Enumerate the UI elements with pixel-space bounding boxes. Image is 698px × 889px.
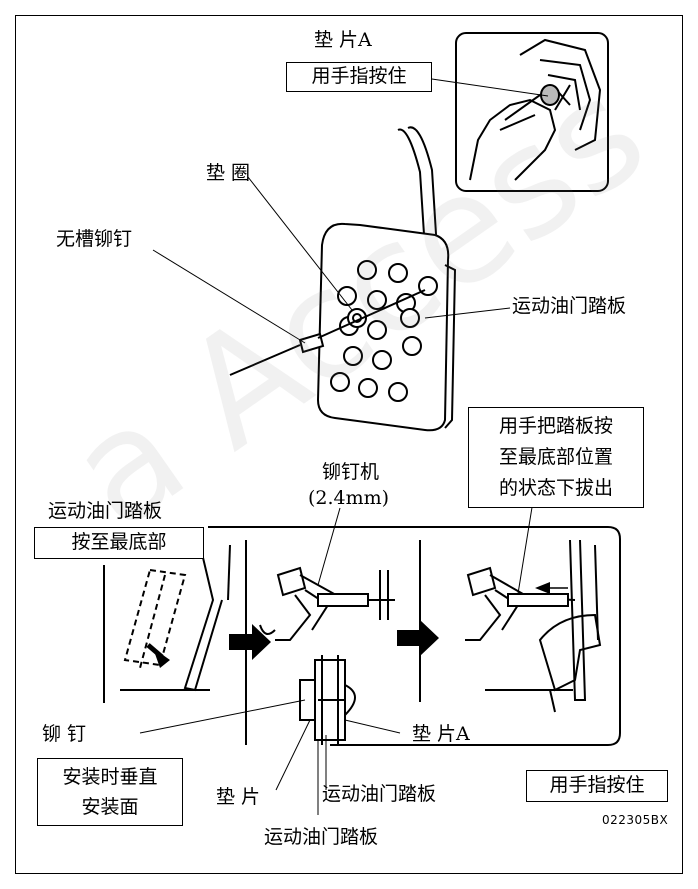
label-shim-a-bottom: 垫 片A [412, 723, 470, 745]
label-sport-pedal-mid: 运动油门踏板 [322, 783, 437, 805]
label-sport-pedal-left: 运动油门踏板 [48, 500, 163, 522]
label-sport-pedal-right: 运动油门踏板 [512, 295, 627, 317]
step3-arrow [535, 582, 550, 594]
procedure-panel-frame [208, 526, 621, 746]
label-shim: 垫 片 [216, 786, 261, 808]
label-pull-out-box: 用手把踏板按 至最底部位置 的状态下拔出 [468, 407, 644, 508]
pull-line-1: 用手把踏板按 [498, 415, 613, 437]
pull-line-3: 的状态下拔出 [498, 477, 613, 499]
label-shim-a-top: 垫 片A [314, 29, 372, 51]
step-arrow-2 [397, 620, 439, 656]
label-rivet: 铆 钉 [42, 723, 87, 745]
step2-rivet-gun [259, 566, 395, 641]
label-press-bottom: 按至最底部 [34, 527, 204, 559]
pull-line-2: 至最底部位置 [498, 446, 613, 468]
label-sport-pedal-bottom: 运动油门踏板 [264, 826, 379, 848]
pedal-holes [330, 260, 438, 402]
step1-arrow-shaft [146, 643, 164, 659]
label-install-box: 安装时垂直 安装面 [37, 758, 183, 826]
step2-detail [299, 655, 356, 745]
label-washer: 垫 圈 [206, 162, 251, 184]
step-arrow-1 [229, 624, 271, 660]
figure-code: 022305BX [602, 813, 669, 827]
label-rivet-gun: 铆钉机 [322, 461, 380, 483]
inset-hand-illustration [469, 38, 602, 181]
rivet-illustration [229, 289, 426, 376]
install-line-2: 安装面 [81, 796, 139, 818]
label-grooveless-rivet: 无槽铆钉 [56, 228, 133, 250]
outer-frame [15, 15, 683, 874]
step2-leaders [139, 699, 401, 815]
step3-illustration [465, 539, 602, 713]
install-line-1: 安装时垂直 [62, 766, 158, 788]
label-hold-finger-top: 用手指按住 [286, 62, 432, 92]
label-rivet-gun-size: (2.4mm) [308, 487, 390, 509]
inset-frame [455, 32, 609, 192]
label-hold-finger-bottom: 用手指按住 [526, 770, 668, 802]
step1-pedal-illustration [120, 544, 231, 692]
